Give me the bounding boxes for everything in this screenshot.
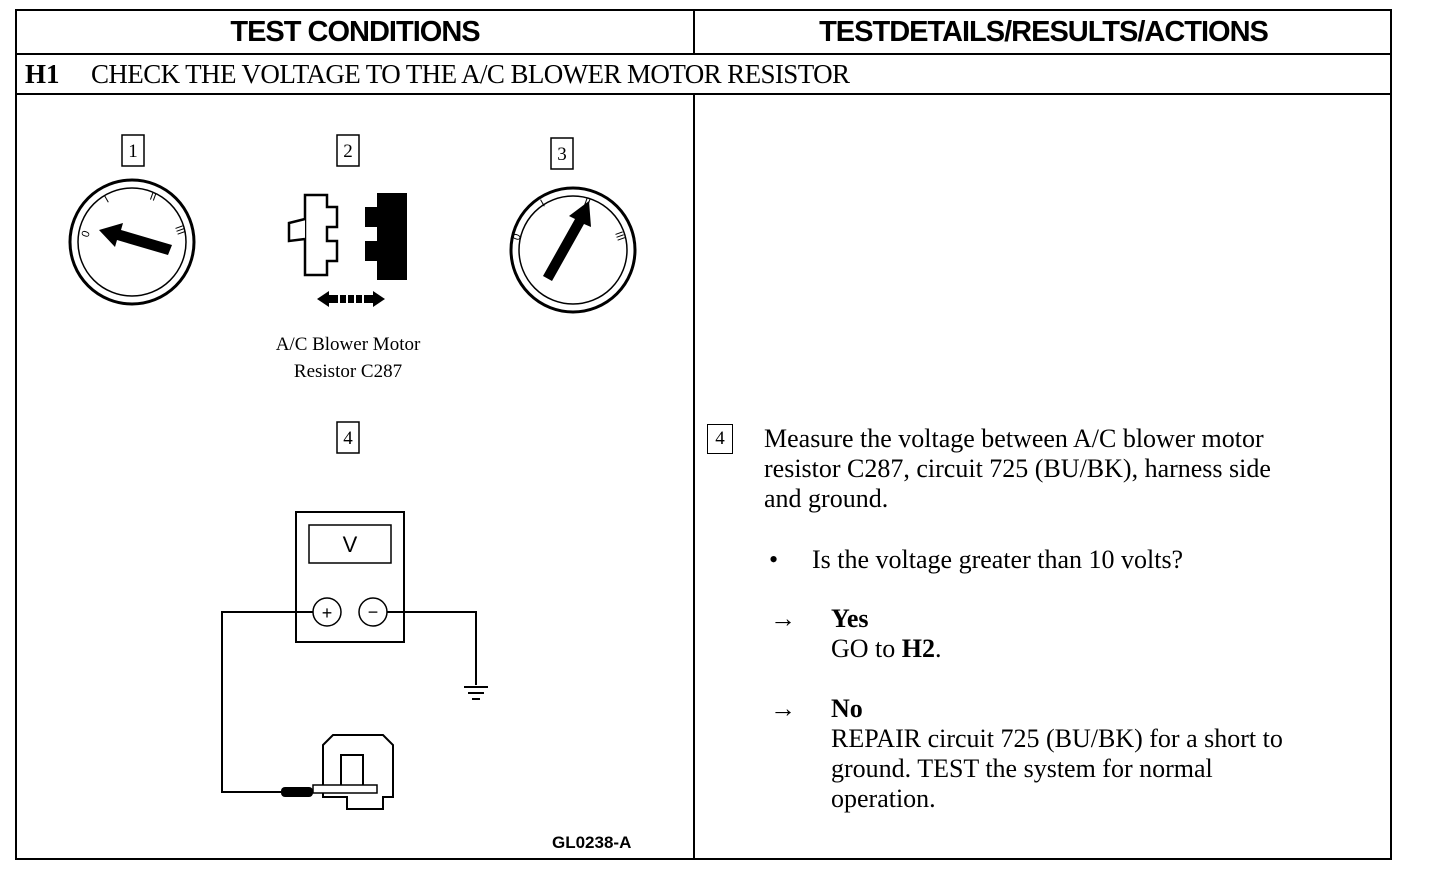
negative-terminal: − (368, 602, 379, 622)
step-title-row: H1 CHECK THE VOLTAGE TO THE A/C BLOWER M… (17, 55, 1390, 93)
bullet-icon: • (769, 545, 779, 574)
no-action-line-3: operation. (831, 784, 936, 813)
switch1-mark-0: 0 (80, 229, 93, 239)
label-box-4: 4 (336, 421, 360, 454)
positive-terminal: + (322, 603, 333, 623)
instruction-line-1: Measure the voltage between A/C blower m… (764, 424, 1264, 453)
connector-c287-icon (287, 193, 407, 307)
test-lead-wiring (221, 611, 477, 793)
figure-code: GL0238-A (552, 833, 631, 852)
switch3-mark-0: 0 (511, 232, 524, 242)
no-arrow-icon: → (770, 694, 796, 723)
label-3: 3 (557, 144, 567, 165)
no-branch: No REPAIR circuit 725 (BU/BK) for a shor… (831, 694, 1283, 814)
yes-arrow-icon: → (770, 604, 796, 633)
header-test-details: TESTDETAILS/RESULTS/ACTIONS (819, 15, 1269, 48)
step-divider (17, 93, 1390, 95)
label-1: 1 (128, 141, 138, 162)
connector-caption-line2: Resistor C287 (294, 361, 402, 382)
voltmeter-icon: V + − (295, 511, 405, 643)
switch1-mark-1: I (103, 194, 112, 206)
detail-step-number: 4 (715, 428, 725, 449)
yes-action: GO to H2. (831, 634, 942, 663)
step-id: H1 (25, 58, 60, 89)
harness-connector-icon (281, 734, 394, 810)
yes-label: Yes (831, 604, 869, 633)
yes-branch: Yes GO to H2. (831, 604, 942, 664)
header-test-conditions: TEST CONDITIONS (17, 11, 695, 53)
switch3-mark-1: I (539, 198, 548, 210)
ignition-switch-off-icon: 0 I II III (68, 178, 196, 306)
no-action-line-1: REPAIR circuit 725 (BU/BK) for a short t… (831, 724, 1283, 753)
column-divider (693, 93, 695, 858)
ground-symbol-icon (464, 686, 488, 700)
instruction-line-2: resistor C287, circuit 725 (BU/BK), harn… (764, 454, 1271, 483)
switch1-mark-2: II (148, 191, 158, 204)
header-divider (17, 53, 1390, 55)
ignition-switch-run-icon: 0 I II III (509, 186, 637, 314)
diagnostic-table: TEST CONDITIONS TESTDETAILS/RESULTS/ACTI… (15, 9, 1392, 860)
connector-caption-line1: A/C Blower Motor (276, 334, 421, 355)
step-title: CHECK THE VOLTAGE TO THE A/C BLOWER MOTO… (91, 58, 850, 89)
no-label: No (831, 694, 863, 723)
voltmeter-display: V (343, 532, 358, 557)
question-text: Is the voltage greater than 10 volts? (812, 545, 1184, 574)
label-4: 4 (343, 428, 353, 449)
instruction-line-3: and ground. (764, 484, 889, 513)
yes-target: H2 (901, 634, 936, 663)
label-box-2: 2 (336, 134, 360, 167)
instruction-text: Measure the voltage between A/C blower m… (764, 424, 1271, 514)
detail-step-box: 4 (707, 424, 733, 454)
switch3-mark-3: III (612, 230, 626, 243)
label-2: 2 (343, 141, 353, 162)
label-box-3: 3 (550, 137, 574, 170)
test-figure: 1 2 3 4 0 I II III (68, 134, 637, 852)
switch1-mark-3: III (172, 224, 186, 237)
label-box-1: 1 (121, 134, 145, 167)
no-action-line-2: ground. TEST the system for normal (831, 754, 1213, 783)
